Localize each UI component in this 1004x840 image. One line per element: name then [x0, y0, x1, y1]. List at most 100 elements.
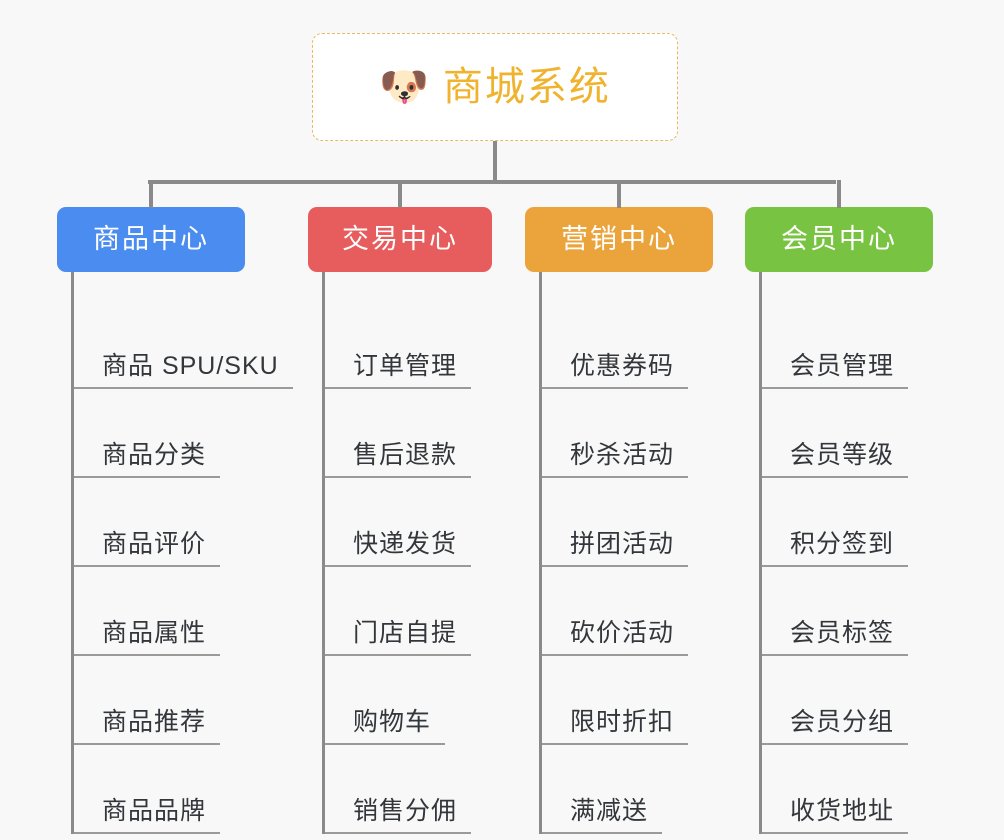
list-item-underline: 商品推荐 [74, 695, 221, 745]
list-item-underline: 售后退款 [325, 428, 472, 478]
list-item-label: 会员分组 [790, 707, 895, 736]
list-item-label: 商品推荐 [102, 707, 207, 736]
list-item-underline: 商品分类 [74, 428, 221, 478]
list-item-label: 会员管理 [790, 351, 895, 380]
list-item[interactable]: 收货地址 [745, 745, 933, 834]
list-item[interactable]: 会员分组 [745, 656, 933, 745]
connector-drop-member-center [837, 180, 841, 208]
list-item[interactable]: 砍价活动 [525, 567, 713, 656]
item-list-member-center: 会员管理会员等级积分签到会员标签会员分组收货地址 [745, 272, 933, 834]
category-header-trade-center[interactable]: 交易中心 [308, 207, 492, 272]
list-item-underline: 购物车 [325, 695, 446, 745]
list-item-underline: 会员分组 [762, 695, 909, 745]
shiba-dog-face-icon: 🐶 [379, 65, 429, 109]
list-item[interactable]: 商品品牌 [57, 745, 245, 834]
list-item[interactable]: 商品 SPU/SKU [57, 300, 293, 389]
list-item[interactable]: 会员等级 [745, 389, 933, 478]
root-node[interactable]: 🐶 商城系统 [312, 33, 678, 141]
list-item-underline: 商品品牌 [74, 784, 221, 834]
list-item-underline: 商品属性 [74, 606, 221, 656]
list-item-underline: 秒杀活动 [542, 428, 689, 478]
category-header-product-center[interactable]: 商品中心 [57, 207, 245, 272]
list-item[interactable]: 订单管理 [308, 300, 492, 389]
list-item-label: 秒杀活动 [570, 440, 675, 469]
list-item[interactable]: 快递发货 [308, 478, 492, 567]
list-item-underline: 会员标签 [762, 606, 909, 656]
column-product-center: 商品中心商品 SPU/SKU 商品分类商品评价商品属性商品推荐商品品牌 [57, 207, 293, 834]
list-item-label: 商品分类 [102, 440, 207, 469]
list-item-label: 门店自提 [353, 618, 458, 647]
list-item-label: 商品属性 [102, 618, 207, 647]
list-item[interactable]: 购物车 [308, 656, 492, 745]
category-header-label: 营销中心 [561, 224, 677, 254]
list-item-underline: 优惠券码 [542, 339, 689, 389]
category-header-member-center[interactable]: 会员中心 [745, 207, 933, 272]
list-item[interactable]: 限时折扣 [525, 656, 713, 745]
root-title: 商城系统 [442, 65, 611, 109]
list-item[interactable]: 秒杀活动 [525, 389, 713, 478]
list-item-underline: 拼团活动 [542, 517, 689, 567]
column-trade-center: 交易中心订单管理售后退款快递发货门店自提购物车销售分佣 [308, 207, 492, 834]
list-item[interactable]: 满减送 [525, 745, 713, 834]
connector-spine-top [759, 272, 762, 300]
connector-drop-product-center [149, 180, 153, 208]
list-item[interactable]: 会员管理 [745, 300, 933, 389]
list-item-underline: 门店自提 [325, 606, 472, 656]
list-item[interactable]: 商品推荐 [57, 656, 245, 745]
list-item-label: 拼团活动 [570, 529, 675, 558]
list-item-label: 订单管理 [353, 351, 458, 380]
list-item-label: 销售分佣 [353, 796, 458, 825]
list-item-underline: 限时折扣 [542, 695, 689, 745]
list-item-underline: 订单管理 [325, 339, 472, 389]
list-item-label: 商品评价 [102, 529, 207, 558]
list-item-underline: 会员管理 [762, 339, 909, 389]
list-item-label: 快递发货 [353, 529, 458, 558]
list-item-label: 收货地址 [790, 796, 895, 825]
list-item-underline: 积分签到 [762, 517, 909, 567]
list-item-label: 会员标签 [790, 618, 895, 647]
list-item-underline: 会员等级 [762, 428, 909, 478]
connector-root-stem [493, 141, 497, 183]
list-item-underline: 满减送 [542, 784, 663, 834]
column-member-center: 会员中心会员管理会员等级积分签到会员标签会员分组收货地址 [745, 207, 933, 834]
list-item[interactable]: 商品分类 [57, 389, 245, 478]
category-header-label: 会员中心 [781, 224, 897, 254]
list-item-label: 会员等级 [790, 440, 895, 469]
list-item-label: 商品 SPU/SKU [102, 351, 279, 380]
category-header-marketing-center[interactable]: 营销中心 [525, 207, 713, 272]
list-item-label: 售后退款 [353, 440, 458, 469]
list-item[interactable]: 售后退款 [308, 389, 492, 478]
list-item[interactable]: 拼团活动 [525, 478, 713, 567]
connector-horizontal-bar [148, 180, 836, 184]
list-item-label: 限时折扣 [570, 707, 675, 736]
list-item[interactable]: 积分签到 [745, 478, 933, 567]
list-item-label: 砍价活动 [570, 618, 675, 647]
list-item-underline: 收货地址 [762, 784, 909, 834]
connector-spine-top [539, 272, 542, 300]
list-item-label: 积分签到 [790, 529, 895, 558]
list-item[interactable]: 销售分佣 [308, 745, 492, 834]
list-item[interactable]: 会员标签 [745, 567, 933, 656]
list-item[interactable]: 优惠券码 [525, 300, 713, 389]
connector-drop-trade-center [398, 180, 402, 208]
connector-spine-top [71, 272, 74, 300]
column-marketing-center: 营销中心优惠券码秒杀活动拼团活动砍价活动限时折扣满减送 [525, 207, 713, 834]
list-item-underline: 快递发货 [325, 517, 472, 567]
list-item-label: 优惠券码 [570, 351, 675, 380]
list-item-underline: 砍价活动 [542, 606, 689, 656]
list-item[interactable]: 商品评价 [57, 478, 245, 567]
category-header-label: 商品中心 [93, 224, 209, 254]
item-list-trade-center: 订单管理售后退款快递发货门店自提购物车销售分佣 [308, 272, 492, 834]
list-item[interactable]: 商品属性 [57, 567, 245, 656]
list-item-label: 商品品牌 [102, 796, 207, 825]
list-item[interactable]: 门店自提 [308, 567, 492, 656]
list-item-underline: 销售分佣 [325, 784, 472, 834]
item-list-marketing-center: 优惠券码秒杀活动拼团活动砍价活动限时折扣满减送 [525, 272, 713, 834]
list-item-label: 购物车 [353, 707, 432, 736]
list-item-underline: 商品评价 [74, 517, 221, 567]
item-list-product-center: 商品 SPU/SKU 商品分类商品评价商品属性商品推荐商品品牌 [57, 272, 293, 834]
connector-spine-top [322, 272, 325, 300]
connector-drop-marketing-center [617, 180, 621, 208]
list-item-underline: 商品 SPU/SKU [74, 339, 293, 389]
